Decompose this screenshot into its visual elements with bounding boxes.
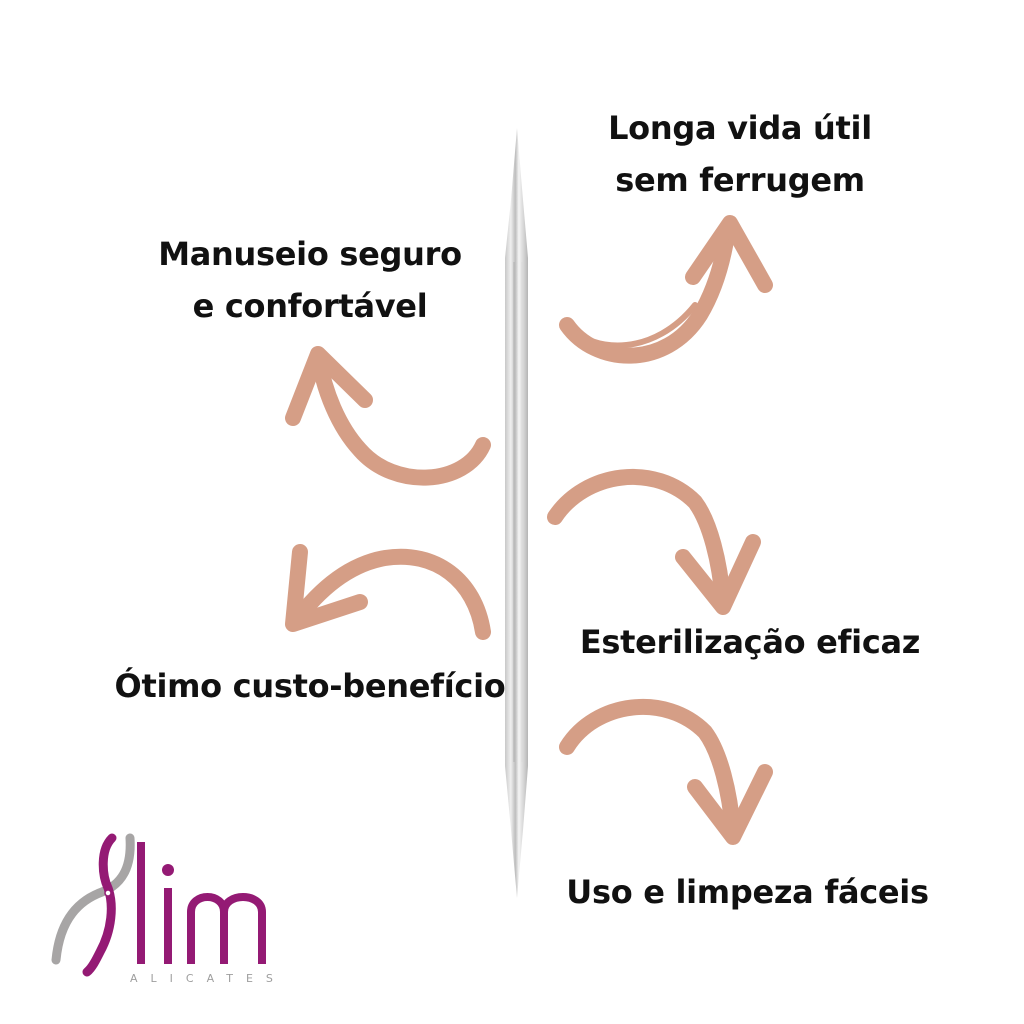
feature-sterilization: Esterilização eficaz: [570, 616, 930, 668]
arrow-down-right-icon: [547, 468, 761, 615]
feature-line: Manuseio seguro: [158, 235, 462, 273]
brand-tagline: ALICATES: [130, 972, 286, 985]
slim-logo: [51, 833, 266, 977]
feature-line: Uso e limpeza fáceis: [566, 873, 929, 911]
arrow-up-left-icon: [285, 346, 491, 486]
feature-line: Longa vida útil: [608, 109, 872, 147]
arrow-down-left-icon: [285, 544, 491, 640]
feature-line: e confortável: [192, 287, 428, 325]
feature-cleaning: Uso e limpeza fáceis: [560, 866, 935, 918]
feature-line: Ótimo custo-benefício: [114, 667, 506, 705]
feature-cost: Ótimo custo-benefício: [100, 660, 520, 712]
feature-durability: Longa vida útil sem ferrugem: [570, 102, 910, 206]
feature-line: Esterilização eficaz: [579, 623, 921, 661]
feature-line: sem ferrugem: [615, 161, 865, 199]
arrow-up-right-icon: [559, 215, 773, 364]
feature-handling: Manuseio seguro e confortável: [140, 228, 480, 332]
arrow-down-right-icon: [559, 698, 773, 845]
